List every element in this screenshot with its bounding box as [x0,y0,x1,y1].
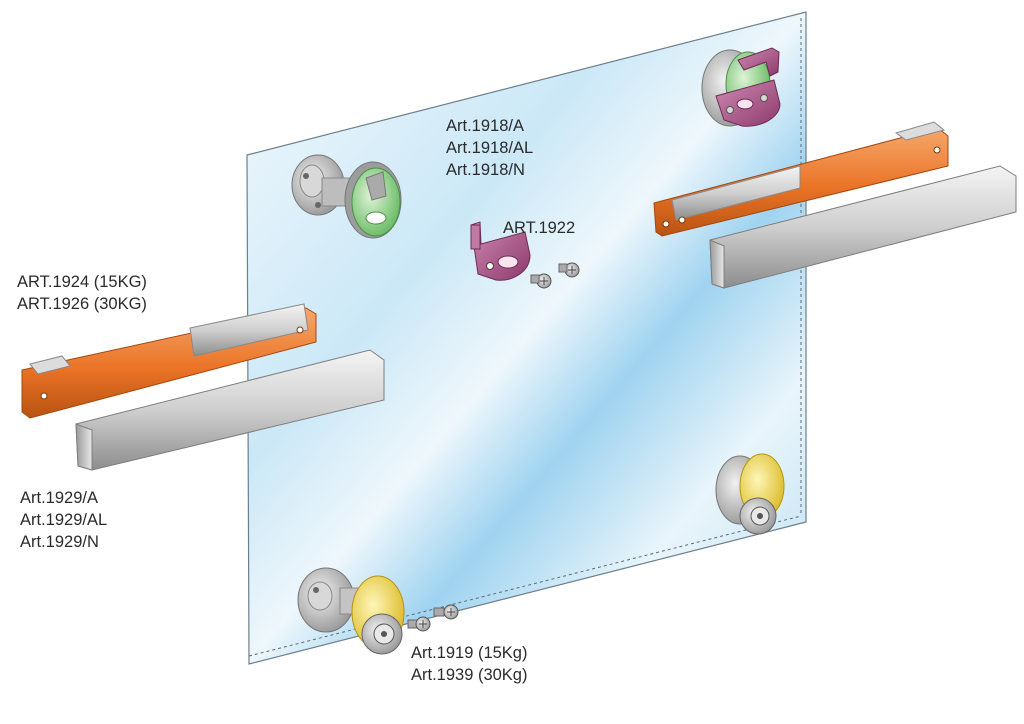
roller-left [297,567,405,655]
label-line: Art.1919 (15Kg) [411,644,528,662]
label-line: Art.1929/AL [20,511,108,529]
pivot-guide-right [701,47,781,127]
roller-right [715,453,785,535]
label-line: ART.1924 (15KG) [17,273,147,291]
label-roller: Art.1919 (15Kg) Art.1939 (30Kg) [411,642,527,686]
label-line: Art.1918/AL [446,139,534,157]
screw-pair-top [530,262,580,289]
profile-left [75,349,385,471]
label-profile: Art.1929/A Art.1929/AL Art.1929/N [20,487,107,553]
label-pivot: Art.1918/A Art.1918/AL Art.1918/N [446,115,533,181]
label-damper: ART.1924 (15KG) ART.1926 (30KG) [17,271,147,315]
label-line: ART.1922 [503,219,576,237]
screw-pair-bottom [407,604,459,632]
label-line: Art.1918/A [446,117,524,135]
label-line: ART.1926 (30KG) [17,295,147,313]
damper-left [21,303,317,419]
label-line: Art.1929/A [20,489,98,507]
label-line: Art.1929/N [20,533,99,551]
label-line: Art.1939 (30Kg) [411,666,528,684]
stop-bracket [470,221,531,281]
label-line: Art.1918/N [446,161,525,179]
damper-right [653,121,949,237]
label-stop: ART.1922 [503,217,575,239]
pivot-guide-left [291,154,402,239]
profile-right [709,165,1017,289]
